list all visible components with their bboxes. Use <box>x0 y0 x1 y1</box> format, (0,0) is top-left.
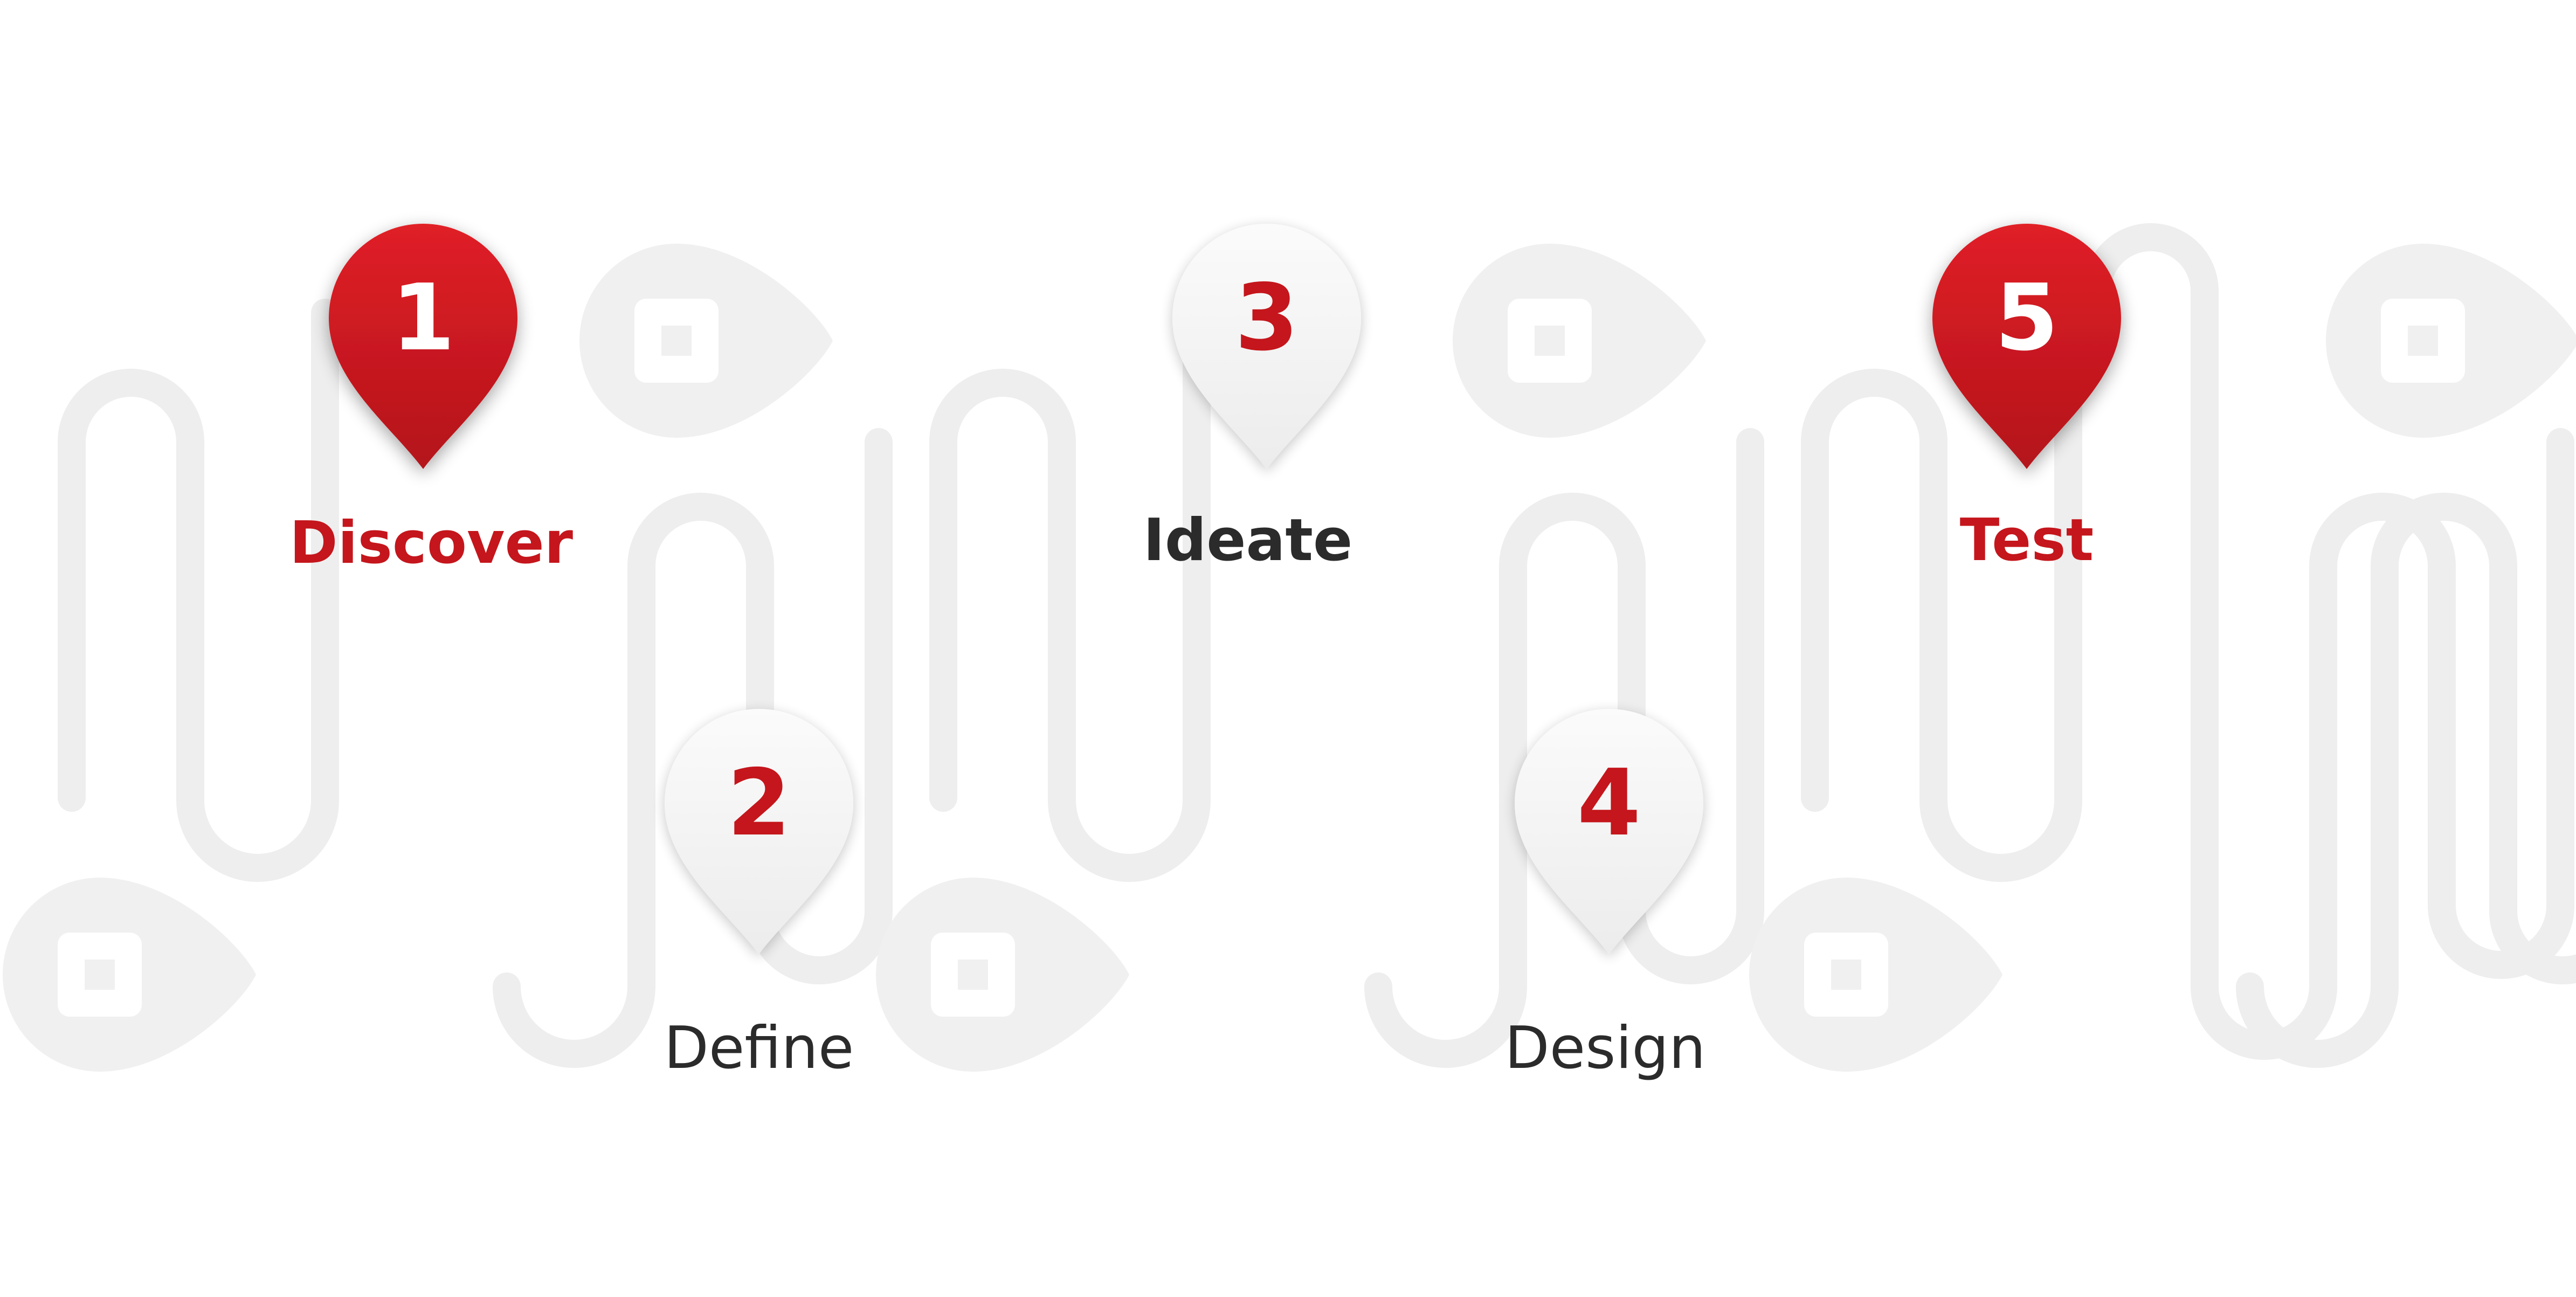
winding-road <box>58 223 2576 1068</box>
square-pin-icon <box>634 299 719 383</box>
step-1-pin: 1 <box>329 224 517 469</box>
step-3-number: 3 <box>1235 265 1299 371</box>
track-segment-1 <box>58 299 893 1068</box>
square-pin-icon <box>58 933 142 1017</box>
step-2-pin: 2 <box>665 709 853 954</box>
track-segment-3 <box>1801 299 2576 1068</box>
step-3-label: Ideate <box>1143 507 1353 574</box>
square-pin-icon <box>931 933 1015 1017</box>
step-1-number: 1 <box>391 265 455 371</box>
background-pins <box>3 244 2576 1072</box>
square-pin-icon <box>1508 299 1592 383</box>
step-4-number: 4 <box>1577 750 1641 857</box>
step-markers: 1 2 3 4 5 <box>329 224 2121 954</box>
step-4-label: Design <box>1504 1015 1706 1082</box>
step-4-pin: 4 <box>1515 709 1703 954</box>
background-pin-2 <box>1453 244 1706 438</box>
square-pin-icon <box>1804 933 1888 1017</box>
track-segment-2 <box>929 299 1764 1068</box>
track-tail <box>2083 223 2574 1060</box>
step-2-label: Define <box>664 1015 854 1082</box>
step-2-number: 2 <box>727 750 791 857</box>
background-pin-6 <box>1749 878 2002 1072</box>
background-pin-1 <box>579 244 833 438</box>
background-pin-3 <box>2326 244 2576 438</box>
step-1-label: Discover <box>289 509 574 577</box>
step-5-number: 5 <box>1995 265 2059 371</box>
background-pin-5 <box>876 878 1129 1072</box>
step-5-pin: 5 <box>1932 224 2121 469</box>
square-pin-icon <box>2381 299 2465 383</box>
background-pin-4 <box>3 878 256 1072</box>
step-3-pin: 3 <box>1172 224 1361 469</box>
step-5-label: Test <box>1959 507 2094 574</box>
